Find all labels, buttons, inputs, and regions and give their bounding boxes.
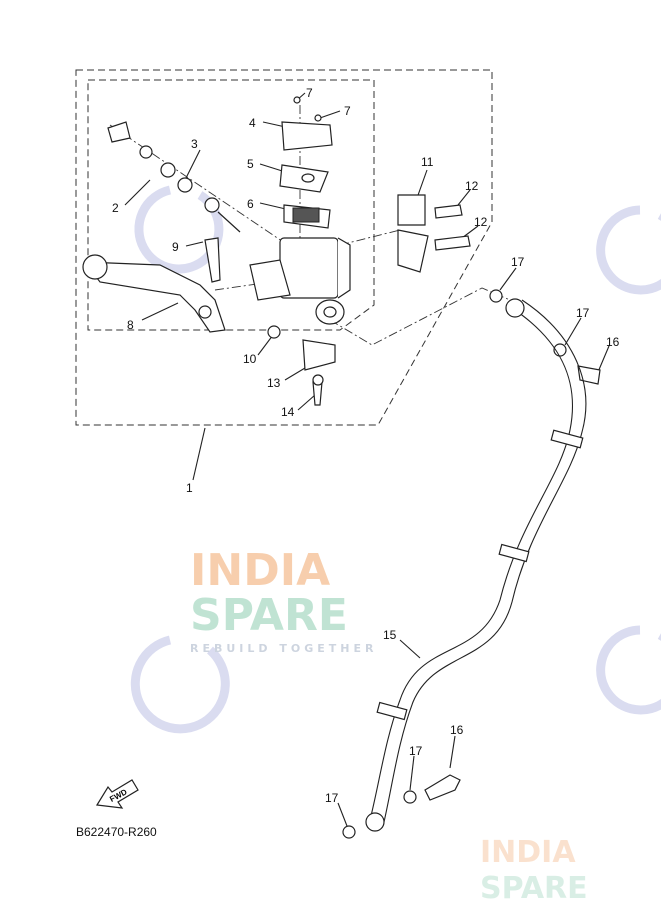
callout-14: 14 bbox=[281, 405, 295, 419]
callout-11: 11 bbox=[421, 155, 434, 169]
callout-4: 4 bbox=[249, 116, 256, 130]
diagram-code: B622470-R260 bbox=[76, 825, 157, 839]
callout-7b: 7 bbox=[344, 104, 351, 118]
master-cylinder-parts bbox=[82, 96, 601, 839]
callout-10: 10 bbox=[243, 352, 257, 366]
callout-15: 15 bbox=[383, 628, 397, 642]
brake-lever bbox=[83, 261, 226, 333]
assembly-outer-box bbox=[75, 69, 493, 426]
callouts: 1 2 3 4 5 6 7 7 8 9 10 11 12 12 13 14 15… bbox=[112, 86, 620, 805]
nut bbox=[267, 325, 281, 339]
leader-lines bbox=[109, 92, 610, 827]
callout-12b: 12 bbox=[474, 215, 488, 229]
bolt bbox=[434, 204, 463, 219]
callout-12a: 12 bbox=[465, 179, 479, 193]
reservoir-cap bbox=[281, 121, 333, 151]
fwd-arrow-icon: FWD bbox=[96, 779, 139, 809]
callout-17b: 17 bbox=[576, 306, 590, 320]
watermark-tagline: REBUILD TOGETHER bbox=[190, 642, 377, 655]
assembly-inner-box bbox=[87, 79, 375, 331]
brake-hose bbox=[365, 298, 587, 832]
union-bolt bbox=[424, 774, 461, 801]
callout-1: 1 bbox=[186, 481, 193, 495]
pivot-bolt bbox=[204, 237, 221, 283]
callout-17c: 17 bbox=[409, 744, 423, 758]
holder bbox=[397, 194, 426, 226]
callout-6: 6 bbox=[247, 197, 254, 211]
callout-13: 13 bbox=[267, 376, 281, 390]
callout-5: 5 bbox=[247, 157, 254, 171]
callout-2: 2 bbox=[112, 201, 119, 215]
callout-3: 3 bbox=[191, 137, 198, 151]
bolt bbox=[434, 235, 471, 251]
watermark-logo: INDIA SPARE REBUILD TOGETHER INDIA SPARE bbox=[130, 185, 661, 906]
callout-17a: 17 bbox=[511, 255, 525, 269]
callout-16a: 16 bbox=[606, 335, 620, 349]
callout-9: 9 bbox=[172, 240, 179, 254]
callout-8: 8 bbox=[127, 318, 134, 332]
watermark-icon bbox=[130, 185, 661, 734]
callout-7a: 7 bbox=[306, 86, 313, 100]
watermark-text-india: INDIA bbox=[190, 545, 330, 596]
watermark-text-spare: SPARE bbox=[190, 590, 348, 641]
watermark-text-india-small: INDIA bbox=[480, 835, 576, 870]
callout-16b: 16 bbox=[450, 723, 464, 737]
callout-17d: 17 bbox=[325, 791, 339, 805]
switch bbox=[302, 339, 336, 371]
watermark-text-spare-small: SPARE bbox=[480, 871, 588, 906]
